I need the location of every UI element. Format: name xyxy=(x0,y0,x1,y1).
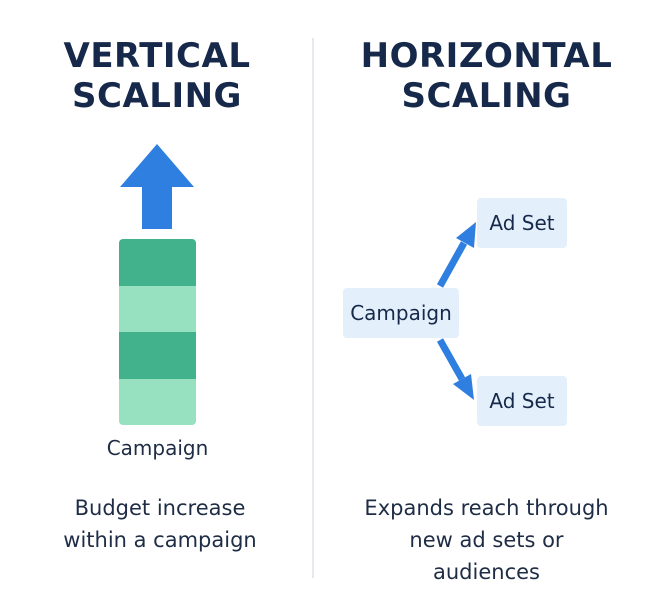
horizontal-scaling-title: HORIZONTAL SCALING xyxy=(314,36,659,116)
vertical-caption-line-2: within a campaign xyxy=(63,528,257,552)
stack-segment xyxy=(119,239,196,286)
branch-arrow-up-icon xyxy=(436,222,476,288)
horizontal-title-line-1: HORIZONTAL xyxy=(360,36,613,76)
vertical-scaling-title: VERTICAL SCALING xyxy=(0,36,314,116)
stack-segment xyxy=(119,332,196,379)
horizontal-caption-line-2: new ad sets or xyxy=(409,528,564,552)
vertical-caption-line-1: Budget increase xyxy=(74,496,246,520)
stack-segment xyxy=(119,285,196,332)
ad-set-node-top: Ad Set xyxy=(477,198,567,248)
campaign-node: Campaign xyxy=(343,288,459,338)
vertical-caption: Budget increase within a campaign xyxy=(0,492,320,556)
branch-arrow-down-icon xyxy=(436,338,474,400)
horizontal-title-line-2: SCALING xyxy=(401,76,572,116)
divider-line xyxy=(312,38,314,578)
horizontal-caption: Expands reach through new ad sets or aud… xyxy=(314,492,659,588)
vertical-title-line-1: VERTICAL xyxy=(63,36,251,76)
horizontal-caption-line-1: Expands reach through xyxy=(364,496,609,520)
arrow-up-icon xyxy=(120,144,194,229)
ad-set-node-bottom: Ad Set xyxy=(477,376,567,426)
horizontal-caption-line-3: audiences xyxy=(433,560,540,584)
campaign-budget-stack xyxy=(119,239,196,425)
vertical-title-line-2: SCALING xyxy=(72,76,242,116)
vertical-campaign-label: Campaign xyxy=(106,436,209,460)
stack-segment xyxy=(119,378,196,425)
